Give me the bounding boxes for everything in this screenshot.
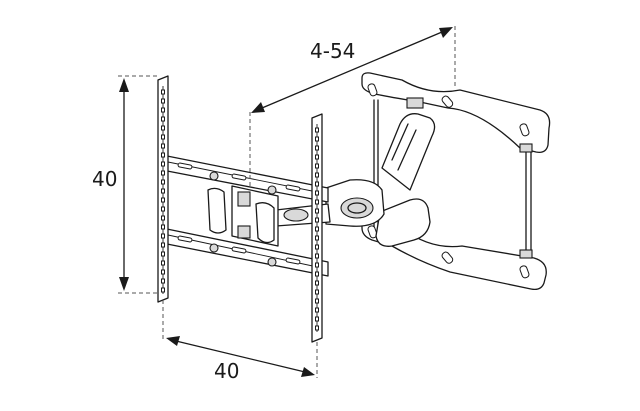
upright-hole <box>161 197 165 203</box>
upright-hole <box>161 170 165 176</box>
upright-hole <box>315 208 319 214</box>
upright-hole <box>315 190 319 196</box>
upright-hole <box>315 145 319 151</box>
upright-hole <box>315 298 319 304</box>
upright-hole <box>161 233 165 239</box>
upright-hole <box>161 188 165 194</box>
articulating-arms <box>275 113 436 247</box>
wall-plate <box>361 72 551 291</box>
upright-hole <box>315 172 319 178</box>
dimension-lines <box>118 26 456 378</box>
upright-hole <box>161 152 165 158</box>
upright-hole <box>161 215 165 221</box>
upright-hole <box>315 199 319 205</box>
upright-hole <box>161 278 165 284</box>
upright-hole <box>161 179 165 185</box>
upright-hole <box>315 136 319 142</box>
upright-hole <box>315 181 319 187</box>
upright-hole <box>161 251 165 257</box>
upright-hole <box>315 271 319 277</box>
upright-hole <box>315 244 319 250</box>
upright-hole <box>161 89 165 95</box>
upright-hole <box>161 143 165 149</box>
upright-hole <box>315 316 319 322</box>
arm-extension-label: 4-54 <box>310 39 355 63</box>
upright-hole <box>315 307 319 313</box>
upright-hole <box>315 163 319 169</box>
upright-hole <box>161 287 165 293</box>
upright-hole <box>315 253 319 259</box>
upright-hole <box>315 154 319 160</box>
upright-hole <box>315 235 319 241</box>
upright-hole <box>315 262 319 268</box>
upright-hole <box>315 127 319 133</box>
left-height-label: 40 <box>92 167 117 191</box>
upright-hole <box>161 107 165 113</box>
upright-holes <box>161 89 319 331</box>
upright-hole <box>315 325 319 331</box>
upright-hole <box>161 134 165 140</box>
upright-hole <box>315 280 319 286</box>
upright-hole <box>315 289 319 295</box>
upright-hole <box>161 224 165 230</box>
upright-hole <box>161 269 165 275</box>
upright-hole <box>161 260 165 266</box>
upright-hole <box>161 125 165 131</box>
upright-hole <box>315 217 319 223</box>
upright-hole <box>161 206 165 212</box>
upright-hole <box>161 242 165 248</box>
upright-hole <box>161 98 165 104</box>
bottom-width-label: 40 <box>214 359 239 383</box>
upright-hole <box>161 161 165 167</box>
upright-hole <box>315 226 319 232</box>
upright-hole <box>161 116 165 122</box>
